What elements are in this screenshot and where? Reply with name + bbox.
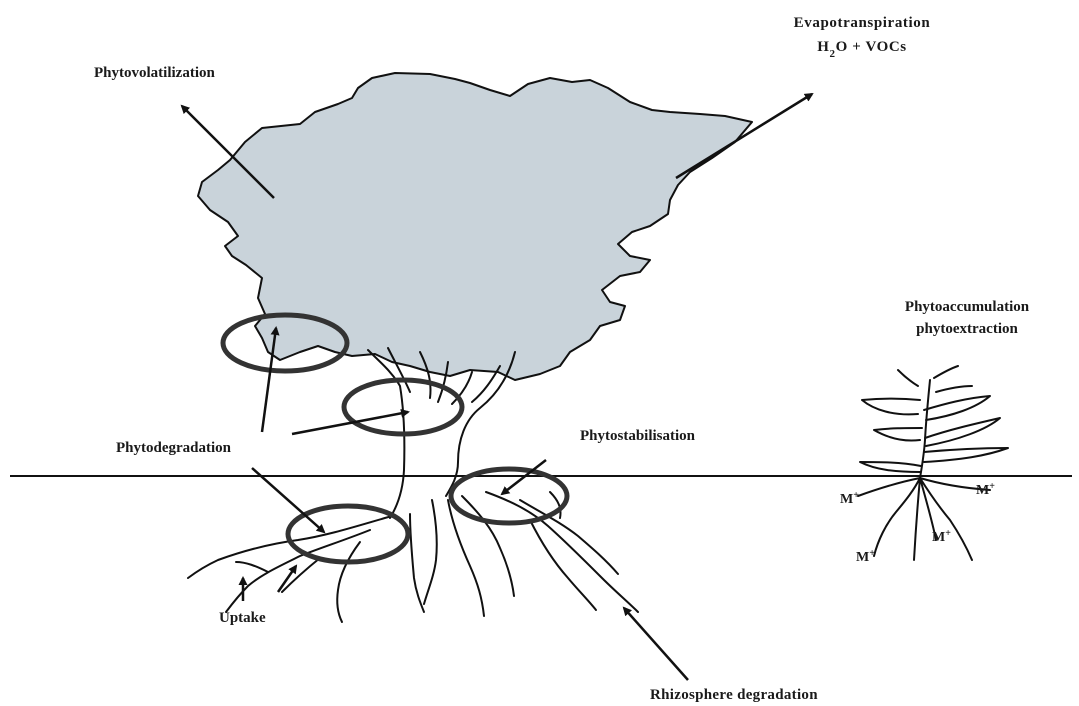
phytoextraction-label: phytoextraction xyxy=(916,321,1018,337)
uptake-label: Uptake xyxy=(219,610,266,626)
phytostabilisation-circle xyxy=(451,469,567,523)
evapotranspiration-formula: H2O + VOCs xyxy=(817,39,907,60)
tree-canopy xyxy=(198,73,752,380)
metal-ion-label: M+ xyxy=(932,528,951,546)
tree-roots xyxy=(188,492,638,622)
rhizosphere-arrow xyxy=(624,608,688,680)
phytovolatilization-label: Phytovolatilization xyxy=(94,65,215,81)
rhizosphere-degradation-label: Rhizosphere degradation xyxy=(650,687,818,703)
plant-roots xyxy=(858,478,990,560)
metal-ion-label: M+ xyxy=(840,490,859,508)
metal-ion-label: M+ xyxy=(976,481,995,499)
phytodegradation-arrow-root xyxy=(252,468,324,532)
phytostabilisation-label: Phytostabilisation xyxy=(580,428,696,444)
phytodegradation-arrow-trunk xyxy=(292,412,408,434)
evapotranspiration-label: Evapotranspiration xyxy=(794,15,931,31)
phytoaccumulation-label: Phytoaccumulation xyxy=(905,299,1030,315)
phytodegradation-label: Phytodegradation xyxy=(116,440,232,456)
metal-ion-label: M+ xyxy=(856,548,875,566)
